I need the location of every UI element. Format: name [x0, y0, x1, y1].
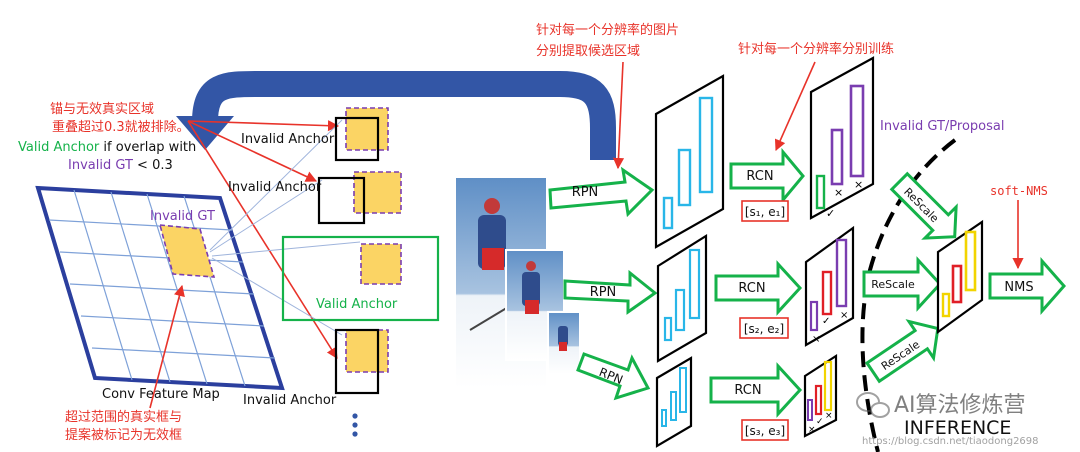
scale-range-box-2: [739, 317, 789, 339]
image-scale-2: [505, 249, 565, 361]
nms-arrow: [988, 257, 1066, 315]
rcn-arrow-2: [714, 260, 803, 316]
svg-text:×: ×: [854, 178, 863, 191]
wechat-icon: [856, 392, 890, 418]
soft-nms-note: soft-NMS: [990, 184, 1048, 198]
mark-invalid-note-line2: 提案被标记为无效框: [65, 427, 182, 443]
conv-feature-map: [35, 185, 285, 391]
note-arrow-3: [187, 120, 338, 359]
invalid-anchor-3-label: Invalid Anchor: [243, 393, 337, 408]
mark-invalid-note-line1: 超过范围的真实框与: [65, 409, 182, 425]
invalid-gt-label: Invalid GT: [150, 209, 215, 224]
per-res-extract-note-line2: 分别提取候选区域: [536, 43, 640, 59]
valid-anchor-rule-line2: Invalid GT < 0.3: [68, 158, 173, 173]
rpn-arrow-3: [576, 352, 651, 401]
svg-text:×: ×: [840, 310, 848, 321]
per-res-extract-note-line1: 针对每一个分辨率的图片: [536, 22, 679, 38]
rcn-panel-2: × ✓ ×: [804, 225, 855, 347]
rcn-panel-3: × ✓ ×: [803, 353, 838, 438]
projection-lines: [209, 119, 361, 336]
nms-label: NMS: [1004, 280, 1033, 295]
feedback-arc-arrow: [192, 71, 616, 160]
inference-label: INFERENCE: [904, 417, 1011, 439]
valid-anchor-rule-line1: Valid Anchor if overlap with: [18, 140, 196, 155]
anchor-removal-note-line2: 重叠超过0.3就被排除。: [52, 119, 190, 135]
invalid-gt-box: [158, 224, 216, 278]
rcn-arrow-3: [709, 362, 803, 418]
svg-text:×: ×: [808, 425, 816, 435]
invalid-anchor-1: [334, 107, 389, 162]
inference-boundary: [860, 138, 957, 452]
invalid-gt-proposal-label: Invalid GT/Proposal: [880, 119, 1004, 134]
rescale-arrow-3: ReScale: [864, 319, 940, 384]
svg-text:✓: ✓: [826, 207, 835, 220]
per-res-train-arrow: [774, 61, 816, 152]
scale-range-box-3: [741, 419, 789, 441]
rpn-arrow-2: [563, 269, 658, 315]
invalid-anchor-2-label: Invalid Anchor: [228, 180, 322, 195]
svg-text:×: ×: [825, 411, 833, 421]
rescale-label-2: ReScale: [871, 278, 915, 291]
image-scale-3: [547, 311, 581, 375]
note-arrow-1: [187, 120, 340, 132]
rpn-label-2: RPN: [590, 285, 617, 300]
rescale-arrow-2: [862, 256, 943, 312]
valid-anchor-label: Valid Anchor: [316, 297, 398, 312]
mark-invalid-arrow: [149, 284, 185, 409]
note-arrow-2: [187, 120, 318, 182]
watermark-brand: AI算法修炼营: [894, 393, 1026, 418]
per-res-train-note: 针对每一个分辨率分别训练: [738, 41, 894, 57]
proposal-panel-2: [656, 234, 708, 363]
proposal-panel-1: [654, 74, 725, 249]
scale-range-2: [s₂, e₂]: [744, 322, 784, 336]
per-res-extract-arrow: [612, 61, 625, 170]
merged-panel: [936, 219, 984, 335]
rcn-label-1: RCN: [746, 169, 773, 184]
rcn-label-3: RCN: [734, 383, 761, 398]
rcn-panel-1: ✓ × ×: [809, 56, 875, 220]
feature-map-caption: Conv Feature Map: [102, 387, 220, 402]
invalid-anchor-1-label: Invalid Anchor: [241, 132, 335, 147]
svg-text:✓: ✓: [822, 316, 830, 327]
svg-text:✓: ✓: [816, 417, 824, 427]
watermark-url: https://blog.csdn.net/tiaodong2698: [862, 436, 1039, 447]
svg-text:×: ×: [812, 334, 820, 345]
invalid-anchor-3: [334, 328, 389, 395]
proposal-panel-3: [655, 356, 693, 448]
rcn-arrow-1: [729, 147, 805, 205]
multi-scale-images: [456, 178, 581, 388]
invalid-anchor-2: [317, 171, 402, 225]
more-anchors-ellipsis: [352, 413, 358, 437]
scale-range-1: [s₁, e₁]: [745, 205, 785, 219]
rpn-label-1: RPN: [572, 185, 599, 200]
scale-range-box-1: [741, 200, 789, 222]
rpn-arrow-1: [548, 166, 655, 218]
svg-text:×: ×: [834, 186, 843, 199]
anchor-removal-note-line1: 锚与无效真实区域: [50, 102, 154, 117]
scale-range-3: [s₃, e₃]: [745, 424, 785, 438]
valid-anchor: [281, 235, 440, 322]
rcn-label-2: RCN: [738, 281, 765, 296]
